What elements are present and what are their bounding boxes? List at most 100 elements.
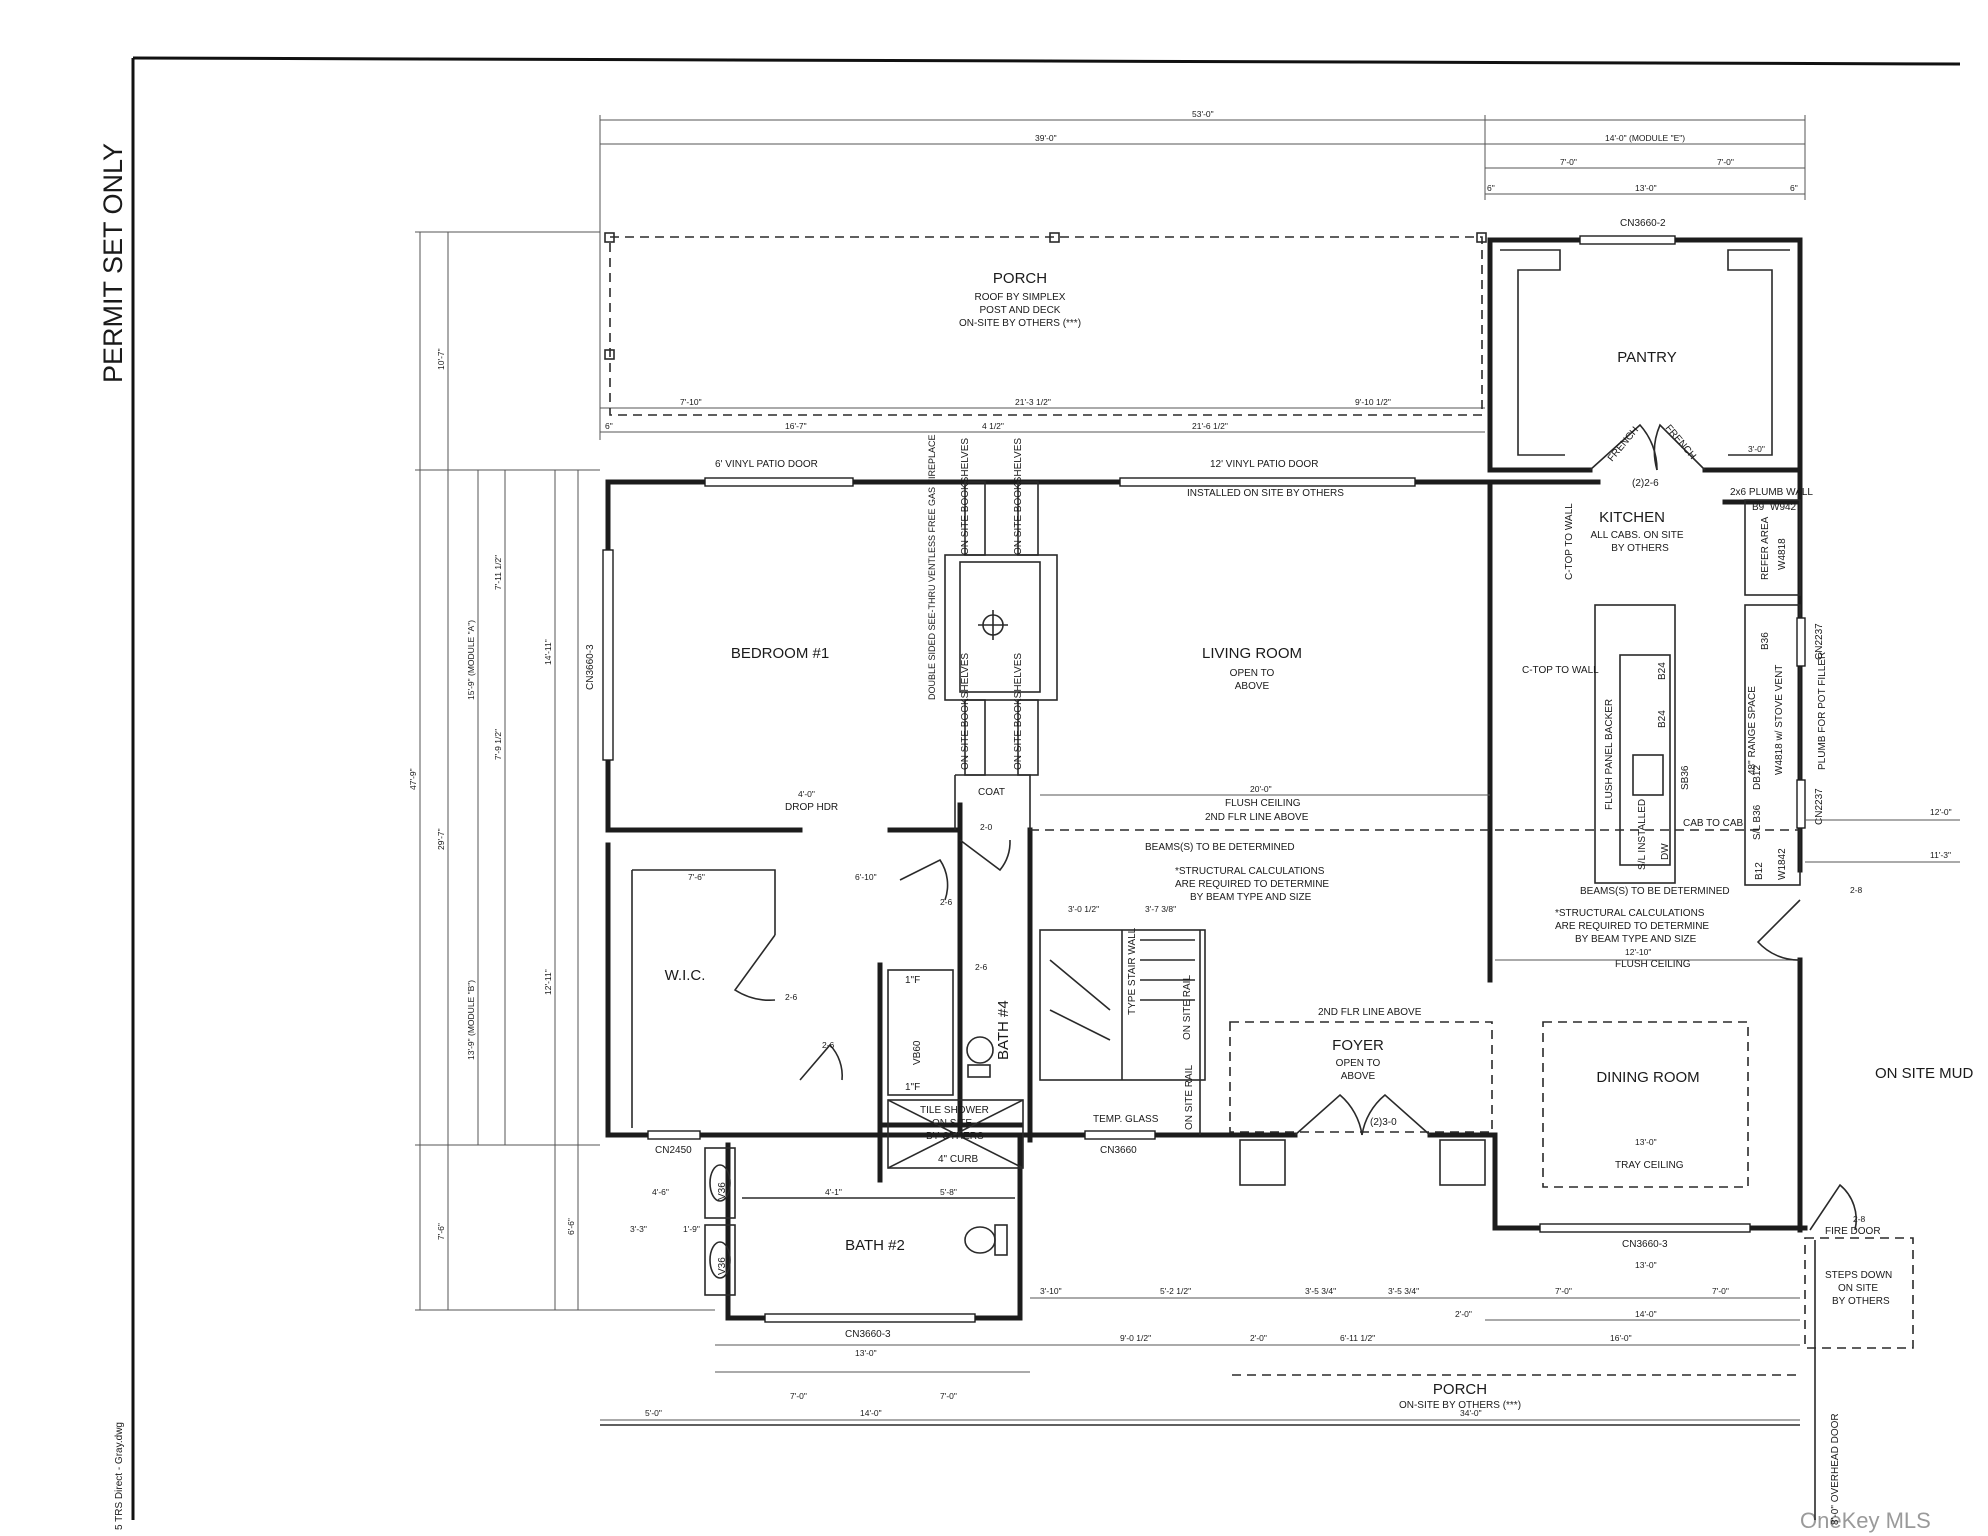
wic-title: W.I.C. (665, 967, 706, 984)
steps-outline (1804, 1237, 1914, 1349)
foyer-post-left (1239, 1139, 1286, 1186)
living-title: LIVING ROOM (1202, 645, 1302, 662)
porch-bottom-note: ON-SITE BY OTHERS (***) (1399, 1400, 1521, 1411)
patio-12-label: 12' VINYL PATIO DOOR (1210, 459, 1318, 470)
flush-ceiling-2: FLUSH CEILING (1615, 959, 1691, 970)
dim-5-2: 5'-2 1/2" (1160, 1286, 1191, 1296)
bedroom-window-label: CN3660-3 (585, 644, 596, 690)
cab-to-cab: CAB TO CAB (1683, 818, 1744, 829)
pantry-shelving (1500, 249, 1790, 456)
flr-line-1: 2ND FLR LINE ABOVE (1205, 812, 1309, 823)
door-2-6-c: 2-6 (940, 897, 953, 907)
dim-5-0: 5'-0" (645, 1408, 662, 1418)
steps-3: BY OTHERS (1832, 1296, 1890, 1307)
cab-sl-b36: S/L B36 (1752, 804, 1763, 840)
door-2-6-a: 2-6 (785, 992, 798, 1002)
coat-label: COAT (978, 787, 1005, 798)
porch-top-note-1: ROOF BY SIMPLEX (975, 292, 1066, 303)
cab-w942: W942 (1770, 502, 1797, 513)
bath2-fixtures (704, 1147, 1015, 1296)
cab-sl-installed: S/L INSTALLED (1637, 799, 1648, 870)
door-2-8: 2-8 (1853, 1214, 1866, 1224)
cn3660-label: CN3660 (1100, 1145, 1137, 1156)
cab-b24-a: B24 (1657, 662, 1668, 680)
dim-3-7: 3'-7 3/8" (1145, 904, 1176, 914)
kitchen-note-1: ALL CABS. ON SITE (1591, 530, 1684, 541)
ctop-1: C-TOP TO WALL (1564, 503, 1575, 580)
pantry-window (1579, 235, 1676, 245)
tile-shower-1: TILE SHOWER (920, 1105, 989, 1116)
fireplace-label: DOUBLE SIDED SEE-THRU VENTLESS FREE GAS … (927, 434, 937, 700)
dim-module-a: 15'-9" (MODULE "A") (466, 620, 476, 700)
cn2237-b: CN2237 (1814, 788, 1825, 825)
fire-door-arc (1809, 1183, 1858, 1231)
pot-filler-label: PLUMB FOR POT FILLER (1817, 652, 1828, 770)
foyer-title: FOYER (1332, 1037, 1384, 1054)
kitchen-right-cabinets (1744, 499, 1806, 886)
cab-w4818: W4818 (1777, 538, 1788, 570)
dim-6-11: 6'-11 1/2" (1340, 1333, 1375, 1343)
watermark: OneKey MLS (1800, 1508, 1931, 1533)
tray-ceiling: TRAY CEILING (1615, 1160, 1684, 1171)
dim-6a: 6" (1487, 183, 1495, 193)
door-2-6-d: 2-6 (975, 962, 988, 972)
living-note-2: ABOVE (1235, 681, 1270, 692)
steps-2: ON SITE (1838, 1283, 1878, 1294)
cab-sb36: SB36 (1680, 765, 1691, 790)
kitchen-title: KITCHEN (1599, 509, 1665, 526)
foyer-post-right (1439, 1139, 1486, 1186)
permit-set-label: PERMIT SET ONLY (98, 143, 128, 383)
dim-6-10: 6'-10" (855, 872, 877, 882)
foyer-door-right (1361, 1093, 1431, 1136)
dim-7c: 7'-0" (1555, 1286, 1572, 1296)
dim-1-9: 1'-9" (683, 1224, 700, 1234)
cn2450-label: CN2450 (655, 1145, 692, 1156)
dim-4-half: 4 1/2" (982, 421, 1004, 431)
dim-4-1: 4'-1" (825, 1187, 842, 1197)
flush-ceiling-1: FLUSH CEILING (1225, 798, 1301, 809)
dim-2-0: 2'-0" (1250, 1333, 1267, 1343)
coat-door-arc (959, 839, 1011, 872)
dim-2-0b: 2'-0" (1455, 1309, 1472, 1319)
dim-13c: 13'-0" (855, 1348, 877, 1358)
dim-7-6-v: 7'-6" (436, 1223, 446, 1240)
beams-note-1: BEAMS(S) TO BE DETERMINED (1145, 842, 1295, 853)
dining-tray (1542, 1021, 1749, 1188)
french-left-label: FRENCH (1606, 425, 1641, 464)
dim-6b: 6" (1790, 183, 1798, 193)
dim-16-7: 16'-7" (785, 421, 807, 431)
bath-door-arc (899, 858, 949, 901)
dim-12-11: 12'-11" (543, 969, 553, 995)
french-right-label: FRENCH (1663, 423, 1698, 462)
dim-14-0b: 14'-0" (860, 1408, 882, 1418)
cn2237-a: CN2237 (1814, 623, 1825, 660)
ceiling-20: 20'-0" (1250, 784, 1272, 794)
flush-panel-label: FLUSH PANEL BACKER (1604, 699, 1615, 810)
dim-14-0: 14'-0" (1635, 1309, 1657, 1319)
bath2-window (764, 1313, 976, 1323)
porch-bottom-title: PORCH (1433, 1381, 1487, 1398)
dim-7f: 7'-0" (940, 1391, 957, 1401)
dim-module-b: 13'-9" (MODULE "B") (466, 980, 476, 1060)
bookshelves-label-1: ON SITE BOOKSHELVES (960, 438, 971, 555)
v36-1: V36 (717, 1182, 728, 1200)
dim-12-0: 12'-0" (1930, 807, 1952, 817)
dim-7-6: 7'-6" (688, 872, 705, 882)
door-2-6-b: 2-6 (822, 1040, 835, 1050)
dim-4-6: 4'-6" (652, 1187, 669, 1197)
top-dimensions (599, 115, 1806, 440)
cab-b9: B9 (1752, 502, 1765, 513)
one-f-2: 1"F (905, 1082, 920, 1093)
french-doors (1589, 423, 1706, 471)
dim-29-7: 29'-7" (436, 828, 446, 850)
foyer-note-1: OPEN TO (1336, 1058, 1381, 1069)
dim-47-9: 47'-9" (408, 768, 418, 790)
patio-12-note: INSTALLED ON SITE BY OTHERS (1187, 488, 1344, 499)
bath4-title: BATH #4 (995, 1000, 1012, 1060)
wic-door (733, 934, 776, 1001)
struct-3: BY BEAM TYPE AND SIZE (1190, 892, 1312, 903)
bedroom-title: BEDROOM #1 (731, 645, 829, 662)
dim-34-0: 34'-0" (1460, 1408, 1482, 1418)
dim-21-6: 21'-6 1/2" (1192, 421, 1228, 431)
